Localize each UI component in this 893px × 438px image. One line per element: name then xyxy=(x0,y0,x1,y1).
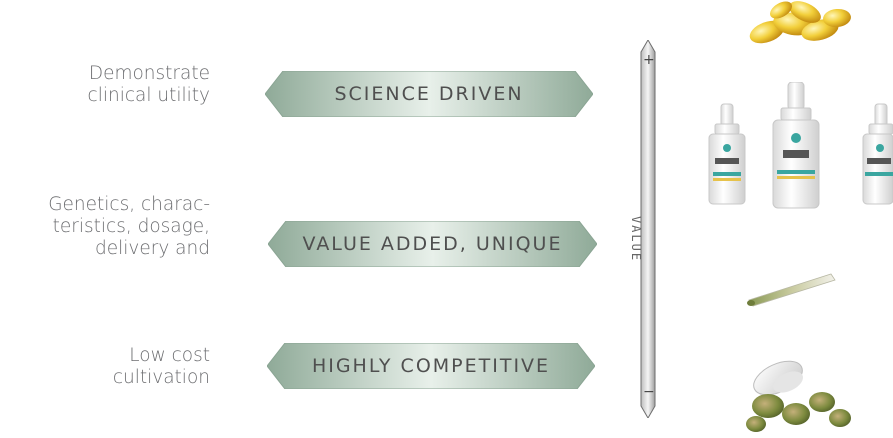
banner-highly-competitive: HIGHLY COMPETITIVE xyxy=(267,343,595,389)
pre-roll-joint-image xyxy=(747,273,836,307)
description-line: cultivation xyxy=(112,367,210,388)
banner-shape xyxy=(268,221,597,267)
minus-icon: − xyxy=(643,384,655,400)
description-science-driven: Demonstrate clinical utility xyxy=(88,63,210,107)
description-value-added: Genetics, charac- teristics, dosage, del… xyxy=(48,194,210,260)
description-line: clinical utility xyxy=(87,85,210,106)
description-line: Low cost xyxy=(129,345,210,366)
banner-shape xyxy=(265,71,593,117)
banner-label: VALUE ADDED, UNIQUE xyxy=(302,233,563,255)
tincture-bottles-image xyxy=(708,82,893,209)
banner-label: HIGHLY COMPETITIVE xyxy=(311,355,551,377)
banner-shape xyxy=(267,343,595,389)
plus-icon: + xyxy=(643,52,655,68)
description-line: Genetics, charac- xyxy=(48,194,210,215)
banner-label: SCIENCE DRIVEN xyxy=(334,83,524,105)
description-line: delivery and xyxy=(95,238,210,259)
axis-label: VALUE xyxy=(629,215,643,263)
banner-science-driven: SCIENCE DRIVEN xyxy=(265,71,593,117)
description-highly-competitive: Low cost cultivation xyxy=(113,345,210,389)
description-line: Demonstrate xyxy=(88,63,210,84)
cannabis-flower-jar-image xyxy=(746,360,851,432)
description-line: teristics, dosage, xyxy=(52,216,210,237)
value-axis xyxy=(640,40,656,418)
softgel-capsules-image xyxy=(749,1,851,44)
banner-value-added: VALUE ADDED, UNIQUE xyxy=(268,221,597,267)
